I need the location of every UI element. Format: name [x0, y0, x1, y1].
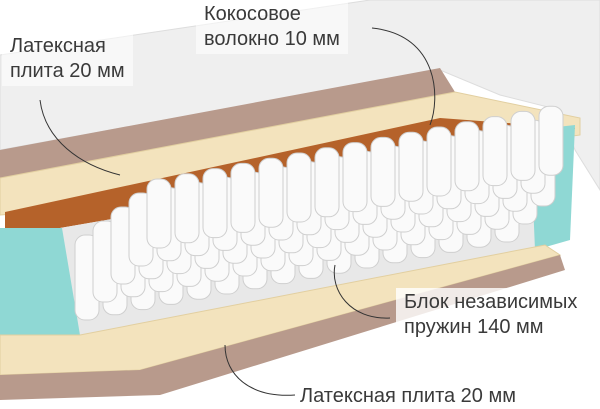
spring-pocket [370, 136, 396, 207]
springs-group [74, 105, 564, 321]
spring-pocket [342, 142, 368, 213]
spring-pocket [426, 126, 452, 197]
label-coconut: Кокосовое волокно 10 мм [196, 0, 348, 54]
arrow-springs [333, 264, 391, 319]
spring-pocket [398, 131, 424, 202]
spring-pocket [314, 147, 340, 218]
label-line: Блок независимых [404, 291, 578, 313]
spring-pocket [258, 157, 284, 228]
label-line: волокно 10 мм [204, 28, 340, 50]
spring-pocket [286, 152, 312, 223]
label-springs: Блок независимых пружин 140 мм [396, 288, 586, 342]
spring-pocket [510, 110, 536, 181]
label-line: Латексная плита 20 мм [300, 385, 516, 407]
arrow-bottom-latex [224, 344, 296, 396]
arrow-coconut [371, 27, 436, 126]
spring-pocket [174, 173, 200, 244]
base-layer-top [0, 68, 455, 178]
side-foam-left [0, 228, 80, 335]
spring-pocket [146, 178, 172, 249]
spring-pocket [538, 105, 564, 176]
label-line: пружин 140 мм [404, 316, 544, 338]
label-line: плита 20 мм [10, 60, 125, 82]
spring-pocket [482, 116, 508, 187]
spring-pocket [230, 162, 256, 233]
spring-pocket [202, 168, 228, 239]
label-bottom-latex: Латексная плита 20 мм [292, 382, 524, 409]
spring-pocket [454, 121, 480, 192]
bottom-base-layer [0, 255, 565, 400]
arrow-top-latex [39, 99, 121, 176]
label-line: Кокосовое [204, 3, 301, 25]
label-top-latex: Латексная плита 20 мм [2, 32, 133, 86]
label-line: Латексная [10, 35, 106, 57]
